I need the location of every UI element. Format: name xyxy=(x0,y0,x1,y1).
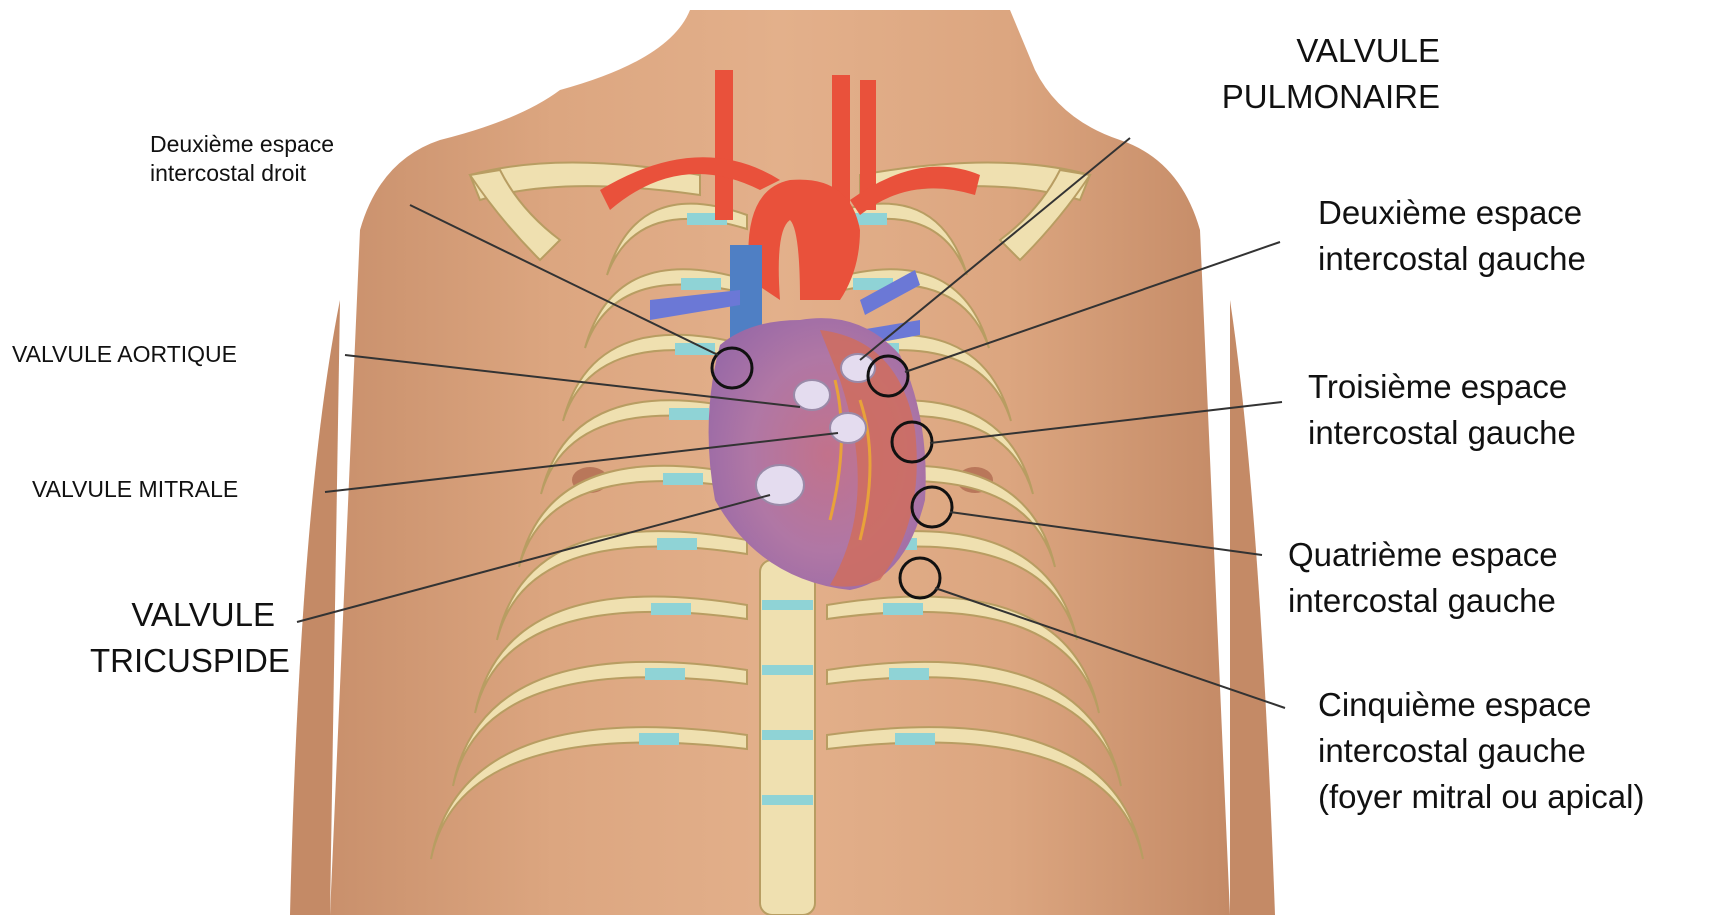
label-line: (foyer mitral ou apical) xyxy=(1318,774,1644,820)
label-line: Deuxième espace xyxy=(1318,190,1586,236)
label-valvule-aortique: VALVULE AORTIQUE xyxy=(12,340,237,369)
label-line: intercostal gauche xyxy=(1318,728,1644,774)
label-quatrieme-espace-gauche: Quatrième espace intercostal gauche xyxy=(1288,532,1558,624)
label-valvule-pulmonaire: VALVULE PULMONAIRE xyxy=(1170,28,1440,120)
label-line: intercostal gauche xyxy=(1318,236,1586,282)
sternum-spine xyxy=(760,560,815,915)
label-line: TRICUSPIDE xyxy=(90,638,275,684)
costal-cartilage xyxy=(681,278,721,290)
label-deuxieme-espace-gauche: Deuxième espace intercostal gauche xyxy=(1318,190,1586,282)
label-valvule-tricuspide: VALVULE TRICUSPIDE xyxy=(90,592,275,684)
label-line: VALVULE xyxy=(1170,28,1440,74)
costal-cartilage xyxy=(645,668,685,680)
costal-cartilage xyxy=(651,603,691,615)
label-line: intercostal gauche xyxy=(1288,578,1558,624)
costal-cartilage xyxy=(889,668,929,680)
label-line: Troisième espace xyxy=(1308,364,1576,410)
costal-cartilage xyxy=(639,733,679,745)
label-valvule-mitrale: VALVULE MITRALE xyxy=(32,475,238,504)
costal-cartilage xyxy=(669,408,709,420)
label-line: Deuxième espace xyxy=(150,130,334,159)
costal-cartilage xyxy=(663,473,703,485)
label-deuxieme-espace-droit: Deuxième espace intercostal droit xyxy=(150,130,334,189)
label-line: VALVULE xyxy=(90,592,275,638)
label-line: Cinquième espace xyxy=(1318,682,1644,728)
costal-cartilage xyxy=(883,603,923,615)
label-line: VALVULE AORTIQUE xyxy=(12,340,237,369)
label-line: PULMONAIRE xyxy=(1170,74,1440,120)
label-cinquieme-espace-gauche: Cinquième espace intercostal gauche (foy… xyxy=(1318,682,1644,821)
label-line: intercostal droit xyxy=(150,159,334,188)
label-line: Quatrième espace xyxy=(1288,532,1558,578)
costal-cartilage xyxy=(895,733,935,745)
costal-cartilage xyxy=(657,538,697,550)
label-line: VALVULE MITRALE xyxy=(32,475,238,504)
label-troisieme-espace-gauche: Troisième espace intercostal gauche xyxy=(1308,364,1576,456)
label-line: intercostal gauche xyxy=(1308,410,1576,456)
